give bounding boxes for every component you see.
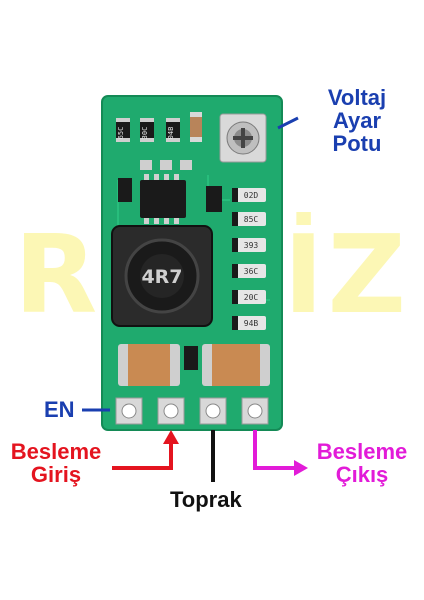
- giris-arrow-line: [112, 440, 173, 470]
- right-smd-label-5: 20C: [244, 293, 259, 302]
- right-smd-label-6: 94B: [244, 319, 259, 328]
- solder-pads: [115, 397, 269, 425]
- giris-arrowhead: [163, 430, 179, 444]
- label-giris-line-1: Besleme: [10, 439, 102, 464]
- inductor-marking: 4R7: [141, 266, 182, 288]
- label-cikis-line-1: Besleme: [316, 439, 408, 464]
- label-voltaj-line-3: Potu: [332, 131, 382, 157]
- ic-chip: [140, 174, 186, 224]
- label-besleme-giris: Besleme Giriş: [4, 440, 108, 486]
- right-smd-label-3: 393: [244, 241, 259, 250]
- label-voltaj-line-1: Voltaj: [327, 85, 387, 110]
- label-toprak: Toprak: [170, 487, 242, 512]
- voltaj-pointer-line: [277, 116, 299, 130]
- cikis-arrowhead: [294, 460, 308, 476]
- top-smd-row: [116, 112, 202, 142]
- capacitors: [118, 344, 270, 386]
- cikis-arrow-line: [253, 430, 296, 470]
- label-cikis-line-2: Çıkış: [335, 462, 389, 488]
- power-inductor: [111, 225, 213, 327]
- top-smd-label-3: 04B: [167, 127, 175, 140]
- right-smd-label-1: 02D: [244, 191, 259, 200]
- label-en: EN: [44, 397, 75, 422]
- right-smd-column: [232, 188, 266, 330]
- top-smd-label-1: 65C: [117, 127, 125, 140]
- label-besleme-cikis: Besleme Çıkış: [316, 440, 408, 486]
- right-smd-label-4: 36C: [244, 267, 259, 276]
- trimmer-potentiometer: [219, 113, 267, 163]
- right-smd-label-2: 85C: [244, 215, 259, 224]
- label-giris-line-2: Giriş: [30, 462, 82, 488]
- label-voltaj-line-2: Ayar: [332, 108, 382, 134]
- label-voltaj-ayar-potu: Voltaj Ayar Potu: [304, 86, 410, 155]
- annotation-arrows: [82, 116, 308, 482]
- top-smd-label-2: 30C: [141, 127, 149, 140]
